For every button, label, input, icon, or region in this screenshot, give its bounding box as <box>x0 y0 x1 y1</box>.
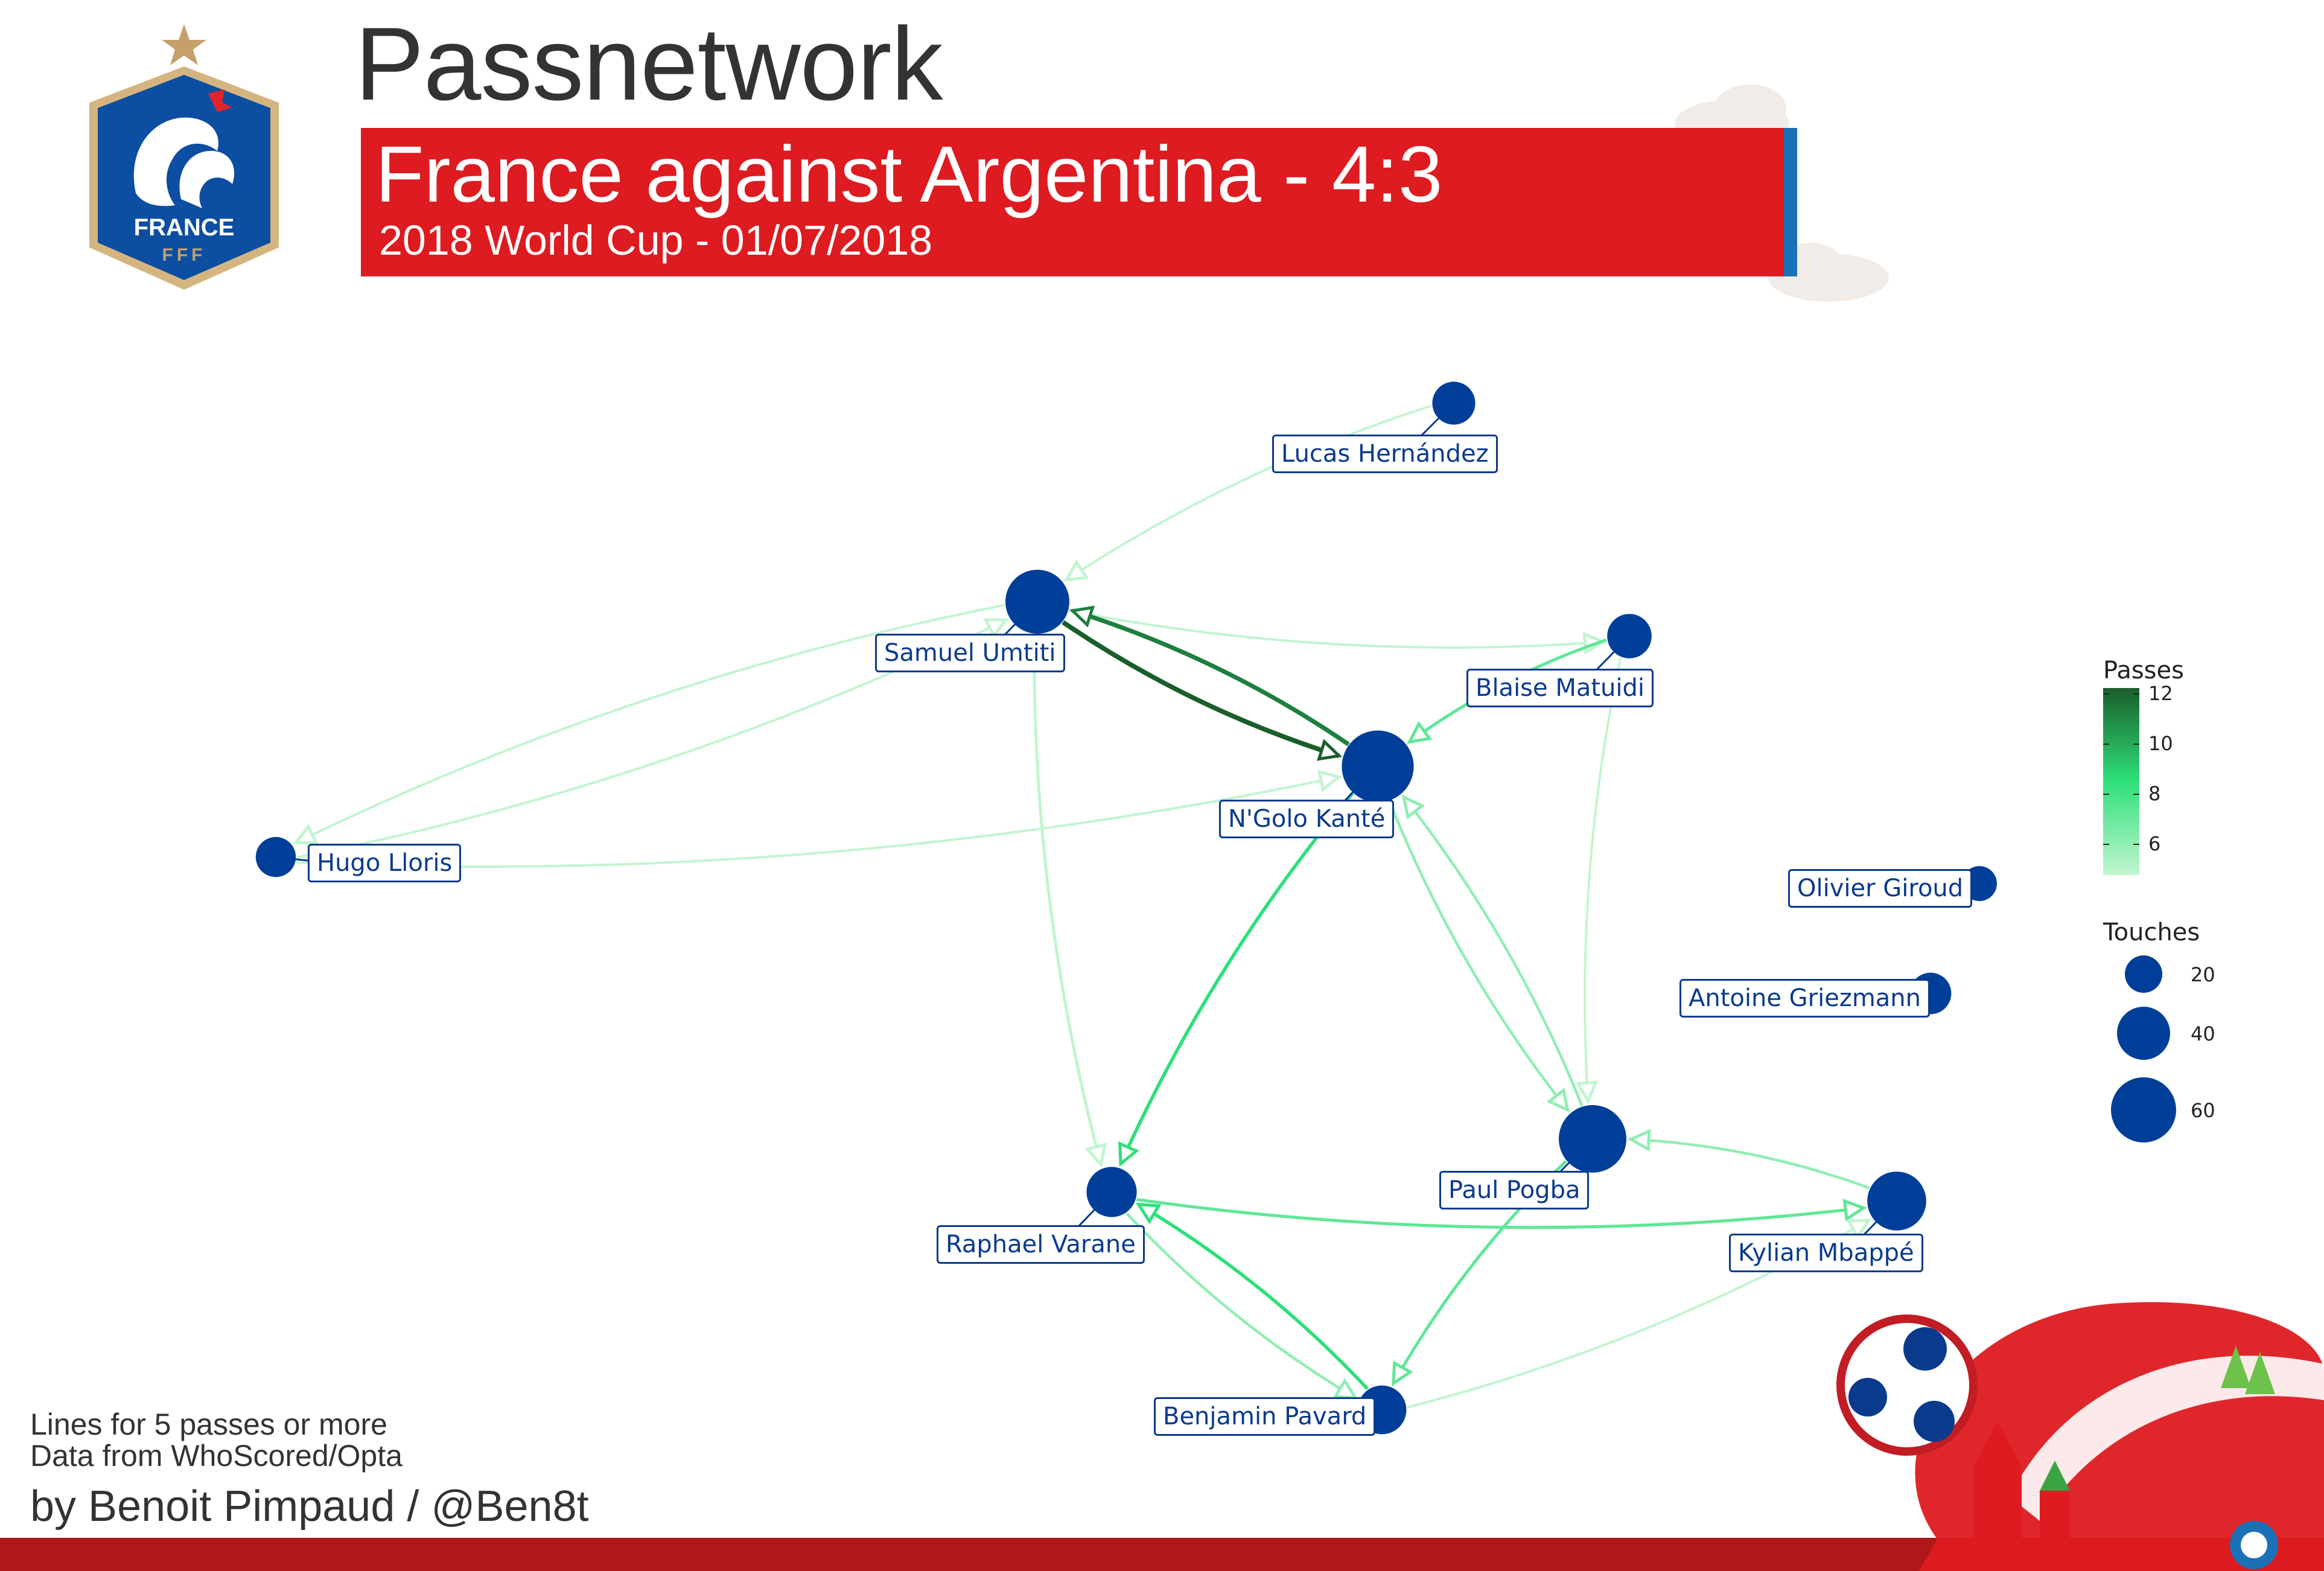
player-label-umtiti: Samuel Umtiti <box>875 634 1065 672</box>
pass-arrowhead-mbappe-to-pogba <box>1627 1129 1651 1152</box>
pass-arrowhead-pavard-to-varane <box>1135 1202 1162 1225</box>
pass-edge-umtiti-to-kante <box>1062 620 1340 758</box>
pass-arrowhead-pogba-to-pavard <box>1392 1360 1413 1386</box>
passes-legend-title: Passes <box>2103 657 2184 684</box>
pass-edge-hernandez-to-umtiti <box>1065 404 1432 581</box>
kremlin-tower-icon <box>1973 1467 2022 1545</box>
pass-arrowhead-hernandez-to-umtiti <box>1063 559 1089 582</box>
pass-arrowhead-varane-to-pavard <box>1332 1378 1359 1400</box>
pass-arrowhead-kante-to-varane <box>1118 1141 1139 1167</box>
player-node-mbappe <box>1867 1171 1926 1231</box>
pass-arrowhead-matuidi-to-kante <box>1407 721 1433 744</box>
pass-arrowhead-varane-to-mbappe <box>1842 1199 1867 1222</box>
pass-edge-matuidi-to-pogba <box>1584 657 1622 1101</box>
touches-legend <box>2111 955 2176 1142</box>
banner-blue-stripe <box>1784 128 1797 276</box>
pass-edge-varane-to-pavard <box>1125 1212 1357 1400</box>
pass-edge-varane-to-mbappe <box>1136 1197 1864 1229</box>
passes-tick-8: 8 <box>2148 782 2161 805</box>
player-label-matuidi: Blaise Matuidi <box>1466 669 1654 707</box>
pass-arrowhead-kante-to-pogba <box>1546 1087 1570 1113</box>
passes-colorbar <box>2103 688 2139 875</box>
player-node-kante <box>1342 730 1414 803</box>
passes-legend <box>2103 688 2139 875</box>
passes-tick-6: 6 <box>2148 832 2161 855</box>
player-node-varane <box>1086 1167 1137 1217</box>
logo-text: FRANCE <box>134 214 235 241</box>
pass-edge-pogba-to-kante <box>1402 796 1584 1107</box>
pass-arrowhead-pogba-to-kante <box>1401 794 1425 820</box>
pass-edge-umtiti-to-lloris <box>295 604 1005 844</box>
pass-edge-umtiti-to-matuidi <box>1068 610 1603 649</box>
pass-arrowhead-kante-to-umtiti <box>1069 605 1095 628</box>
pass-arrowhead-pavard-to-mbappe <box>1846 1218 1872 1240</box>
passes-tick-12: 12 <box>2148 682 2173 705</box>
france-crest-logo: FRANCE FFF <box>89 24 279 290</box>
touches-legend-circle-20 <box>2125 955 2162 993</box>
touches-legend-circle-40 <box>2117 1007 2170 1060</box>
passes-tick-10: 10 <box>2148 732 2173 755</box>
player-node-pogba <box>1559 1105 1626 1173</box>
player-label-kante: N'Golo Kanté <box>1219 800 1395 838</box>
touches-tick-60: 60 <box>2191 1099 2215 1122</box>
match-banner: France against Argentina - 4:3 2018 Worl… <box>361 128 1797 276</box>
player-label-hernandez: Lucas Hernández <box>1272 435 1498 473</box>
match-subline: 2018 World Cup - 01/07/2018 <box>379 217 933 264</box>
player-node-umtiti <box>1005 570 1069 634</box>
player-node-lloris <box>255 836 296 878</box>
player-label-pavard: Benjamin Pavard <box>1154 1397 1376 1436</box>
pass-arrowhead-lloris-to-kante <box>1317 770 1343 792</box>
pass-arrowhead-lloris-to-umtiti <box>983 618 1009 639</box>
author-credit: by Benoit Pimpaud / @Ben8t <box>30 1482 589 1531</box>
pass-edge-pavard-to-varane <box>1138 1203 1369 1391</box>
pass-edge-kante-to-pogba <box>1388 800 1569 1111</box>
touches-tick-20: 20 <box>2191 963 2215 986</box>
pass-arrowhead-umtiti-to-varane <box>1084 1142 1107 1168</box>
player-node-matuidi <box>1607 614 1652 658</box>
footer-note-source: Data from WhoScored/Opta <box>30 1439 403 1473</box>
player-nodes <box>255 381 1997 1435</box>
footer-notes: Lines for 5 passes or more Data from Who… <box>30 1409 403 1472</box>
page-title: Passnetwork <box>355 6 943 122</box>
pass-edge-kante-to-umtiti <box>1072 608 1350 747</box>
pass-arrowhead-matuidi-to-pogba <box>1575 1080 1599 1104</box>
touches-tick-40: 40 <box>2191 1022 2215 1045</box>
player-label-lloris: Hugo Lloris <box>308 844 462 882</box>
match-headline: France against Argentina - 4:3 <box>375 130 1443 218</box>
world-cup-decoration <box>1836 1302 2324 1571</box>
touches-legend-title: Touches <box>2103 919 2200 946</box>
player-node-hernandez <box>1432 381 1476 425</box>
player-label-varane: Raphael Varane <box>937 1225 1145 1264</box>
pass-edges <box>293 404 1872 1409</box>
logo-sub: FFF <box>162 245 206 265</box>
player-label-giroud: Olivier Giroud <box>1788 869 1973 908</box>
touches-legend-circle-60 <box>2111 1077 2176 1142</box>
pass-edge-kante-to-varane <box>1119 792 1354 1165</box>
player-label-griezmann: Antoine Griezmann <box>1679 979 1930 1018</box>
footer-note-threshold: Lines for 5 passes or more <box>30 1407 387 1441</box>
player-label-mbappe: Kylian Mbappé <box>1729 1234 1923 1272</box>
player-label-pogba: Paul Pogba <box>1439 1171 1590 1209</box>
pass-edge-umtiti-to-varane <box>1033 634 1103 1165</box>
pass-arrowhead-umtiti-to-kante <box>1317 739 1343 761</box>
pass-edge-mbappe-to-pogba <box>1631 1138 1870 1190</box>
pass-arrowhead-umtiti-to-lloris <box>293 823 319 845</box>
pass-edge-umtiti-to-varane <box>1033 634 1103 1165</box>
